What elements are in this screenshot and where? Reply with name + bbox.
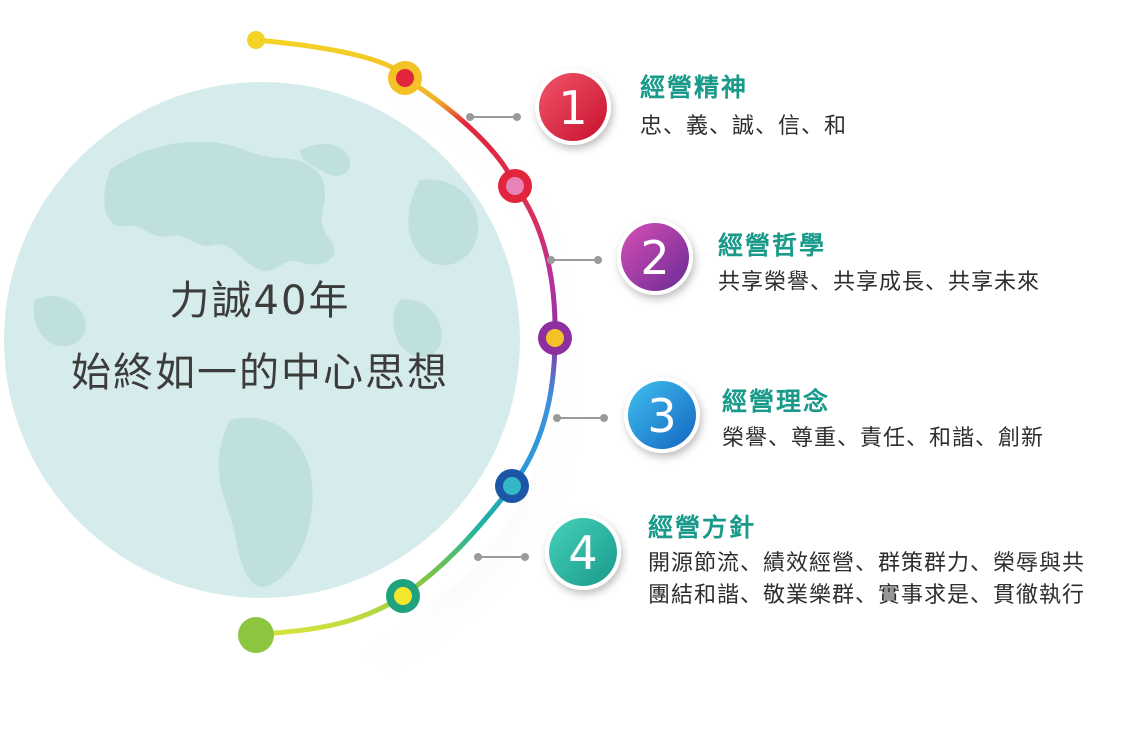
node-3 <box>538 321 572 355</box>
item-4-desc-line2: 團結和諧、敬業樂群、實事求是、貫徹執行 <box>648 583 1086 608</box>
item-1-desc: 忠、義、誠、信、和 <box>640 114 848 139</box>
badge-1 <box>535 69 611 145</box>
connectors <box>466 113 608 561</box>
badge-2 <box>617 219 693 295</box>
item-4-title: 經營方針 <box>648 513 757 542</box>
item-3-title: 經營理念 <box>722 387 831 416</box>
item-2-title: 經營哲學 <box>718 231 827 260</box>
item-4-desc-line1: 開源節流、績效經營、群策群力、榮辱與共 <box>648 551 1086 576</box>
center-subtitle: 始終如一的中心思想 <box>71 350 449 396</box>
item-2-desc: 共享榮譽、共享成長、共享未來 <box>718 270 1041 295</box>
node-5 <box>386 579 420 613</box>
node-2 <box>498 169 532 203</box>
arc-shadow <box>250 50 600 720</box>
node-4 <box>495 469 529 503</box>
center-title: 力誠40年 <box>169 278 351 324</box>
badge-4-number: 4 <box>568 526 597 580</box>
badge-1-number: 1 <box>558 81 587 135</box>
badge-3-number: 3 <box>647 389 676 443</box>
arc-start-dot <box>247 31 265 49</box>
item-1-title: 經營精神 <box>640 73 749 102</box>
badge-4 <box>545 514 621 590</box>
badge-2-number: 2 <box>640 231 669 285</box>
node-1 <box>388 61 422 95</box>
item-3-desc: 榮譽、尊重、責任、和諧、創新 <box>722 426 1045 451</box>
badge-3 <box>624 377 700 453</box>
globe <box>4 82 520 598</box>
arc-end-dot <box>238 617 274 653</box>
